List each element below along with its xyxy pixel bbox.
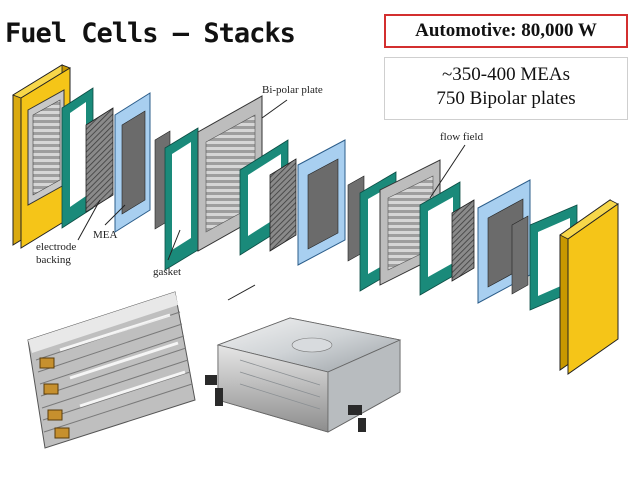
stack-info-box: ~350-400 MEAs 750 Bipolar plates: [384, 57, 628, 120]
label-bipolar-plate: Bi-polar plate: [262, 84, 323, 96]
mea: [114, 92, 151, 233]
nissan-stack-photo: [205, 317, 402, 433]
electrode-leader: [77, 199, 101, 241]
flow-arrow-line: [227, 284, 256, 301]
mea-count: ~350-400 MEAs: [442, 64, 570, 85]
right-end-plate: [559, 199, 619, 375]
label-leaders: [77, 99, 466, 301]
page-title: Fuel Cells – Stacks: [5, 18, 296, 49]
label-mea: MEA: [93, 229, 118, 241]
gasket-frame: [419, 181, 461, 296]
bipolar-count: 750 Bipolar plates: [436, 88, 576, 109]
left-end-plate: [12, 64, 71, 249]
automotive-power-box: Automotive: 80,000 W: [384, 14, 628, 48]
plate-stack-photo: [27, 291, 196, 449]
label-gasket: gasket: [153, 266, 182, 278]
label-electrode-2: backing: [36, 254, 71, 266]
label-flow-field: flow field: [440, 131, 484, 143]
flowfield-leader: [429, 144, 466, 199]
electrode-backing: [85, 107, 114, 213]
gasket-leader: [167, 229, 181, 261]
label-electrode-1: electrode: [36, 241, 77, 253]
gasket-frame: [164, 127, 199, 271]
mea: [297, 139, 346, 266]
mea-leader: [104, 204, 126, 226]
bipolar-leader: [261, 99, 288, 119]
gasket-frame: [61, 87, 94, 229]
